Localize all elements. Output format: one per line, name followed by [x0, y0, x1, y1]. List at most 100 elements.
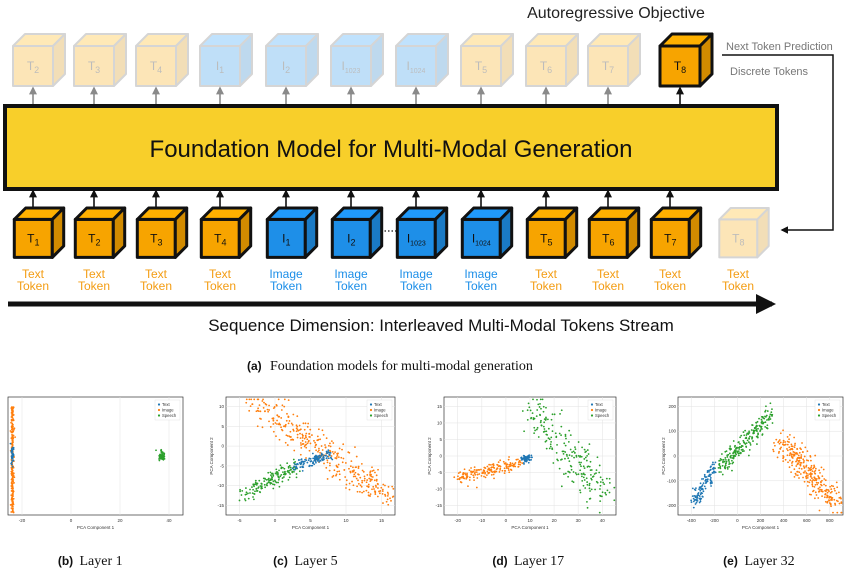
panel-1-image-point [274, 422, 277, 424]
panel-2-speech-point [529, 409, 532, 412]
panel-2-speech-point [564, 451, 567, 453]
panel-1-image-point [299, 442, 302, 444]
panel-3-text-point [693, 488, 696, 491]
panel-1-image-point [318, 449, 320, 452]
panel-1-image-point [368, 477, 371, 480]
panel-2-image-point [493, 477, 495, 480]
panel-2-image-point [507, 458, 510, 461]
panel-0-image-point [12, 473, 15, 475]
input-token-11-label: T8 [732, 231, 744, 247]
output-token-9-side [627, 33, 641, 87]
panel-3-image-point [819, 486, 821, 489]
panel-1-image-point [305, 457, 307, 459]
panel-2-image-point [467, 485, 469, 488]
panel-2-image-point [474, 473, 477, 476]
panel-3-image-point [788, 454, 791, 457]
input-token-11-top [718, 207, 770, 221]
panel-3-image-point [794, 472, 797, 475]
panel-3-text-point [692, 497, 695, 500]
panel-3-image-point [819, 472, 821, 474]
panel-3-image-point [830, 484, 833, 487]
panel-1-text-point [326, 452, 329, 455]
panel-0-image-point [11, 490, 13, 492]
panel-1-image-point [384, 484, 386, 487]
panel-1-speech-point [253, 493, 256, 495]
panel-1-image-point [380, 486, 383, 489]
panel-3-image-point [799, 447, 802, 450]
panel-3-speech-point [732, 456, 735, 459]
panel-2-image-point [488, 463, 491, 466]
panel-2-speech-point [569, 434, 572, 437]
token-type-labels: TextTokenTextTokenTextTokenTextTokenImag… [17, 267, 754, 293]
panel-1-speech-point [270, 478, 272, 481]
panel-3-legend-marker-1 [817, 408, 821, 412]
panel-1-text-point [328, 454, 331, 457]
panel-1-image-point [304, 436, 307, 438]
panel-1-image-point [326, 459, 329, 462]
panel-0-image-point [11, 504, 14, 507]
panel-1-text-point [309, 457, 312, 460]
panel-2-speech-point [555, 451, 558, 454]
panel-2-speech-point [551, 413, 554, 416]
panel-1-text-point [301, 460, 304, 463]
panel-0-image-point [11, 411, 14, 413]
panel-3-image-point [814, 483, 817, 486]
panel-2-ytick-0: -15 [435, 503, 442, 508]
panel-2-speech-point [536, 426, 539, 429]
panel-2-image-point [507, 469, 510, 471]
panel-3-image-point [818, 509, 821, 512]
panel-2-image-point [505, 463, 508, 466]
input-token-8-base: T [540, 231, 548, 245]
panel-3-legend-marker-2 [817, 414, 821, 417]
input-token-11: T8 [718, 207, 770, 259]
panel-3-text-point [696, 495, 699, 498]
input-token-1-subscript: 2 [95, 237, 100, 247]
token-type-label-10-line2: Token [654, 279, 686, 293]
panel-3-text-point [703, 485, 706, 488]
panel-2-speech-point [568, 460, 571, 463]
panel-3-speech-point [726, 456, 729, 458]
panel-2-series-speech [521, 398, 616, 514]
panel-1-image-point [291, 423, 294, 426]
panel-2-image-point [478, 473, 481, 475]
panel-2-image-point [503, 472, 506, 475]
panel-3-speech-point [760, 418, 763, 421]
panel-3-speech-point [769, 402, 772, 405]
panel-2-speech-point [579, 489, 581, 492]
panel-1-image-point [264, 403, 267, 405]
panel-2-ytick-1: -10 [435, 487, 442, 492]
panel-1-image-point [373, 479, 376, 482]
panel-3-image-point [820, 466, 823, 469]
panel-3-image-point [808, 473, 811, 476]
panel-3-speech-point [767, 418, 770, 421]
panel-2-speech-point [589, 497, 592, 500]
panel-2-text-point [521, 457, 524, 460]
panel-3-image-point [790, 471, 793, 474]
panel-1-image-point [357, 479, 359, 482]
panel-2-speech-point [580, 475, 583, 478]
panel-1-image-point [296, 436, 299, 439]
panel-2-speech-point [547, 427, 550, 430]
panel-1-image-point [355, 455, 358, 458]
next-token-label: Next Token Prediction [726, 41, 833, 53]
token-type-label-2-line1: Text [145, 267, 168, 281]
input-token-8-subscript: 5 [547, 237, 552, 247]
panel-2-image-point [474, 471, 477, 474]
panel-0-image-point [12, 437, 15, 440]
panel-1-image-point [286, 444, 289, 446]
panel-1-image-point [363, 475, 366, 478]
panel-2-speech-point [558, 432, 561, 435]
panel-2-speech-point [542, 410, 545, 413]
panel-1-image-point [361, 491, 364, 494]
panel-1-image-point [285, 419, 288, 422]
panel-1-speech-point [252, 483, 255, 486]
panel-2-image-point [480, 468, 482, 471]
output-token-0-front [12, 45, 54, 87]
panel-1-image-point [360, 462, 363, 465]
panel-1-image-point [329, 445, 332, 448]
panel-1-image-point [387, 493, 390, 495]
panel-3-speech-point [728, 461, 731, 463]
panel-2-speech-point [567, 475, 570, 478]
panel-1-image-point [367, 483, 370, 486]
